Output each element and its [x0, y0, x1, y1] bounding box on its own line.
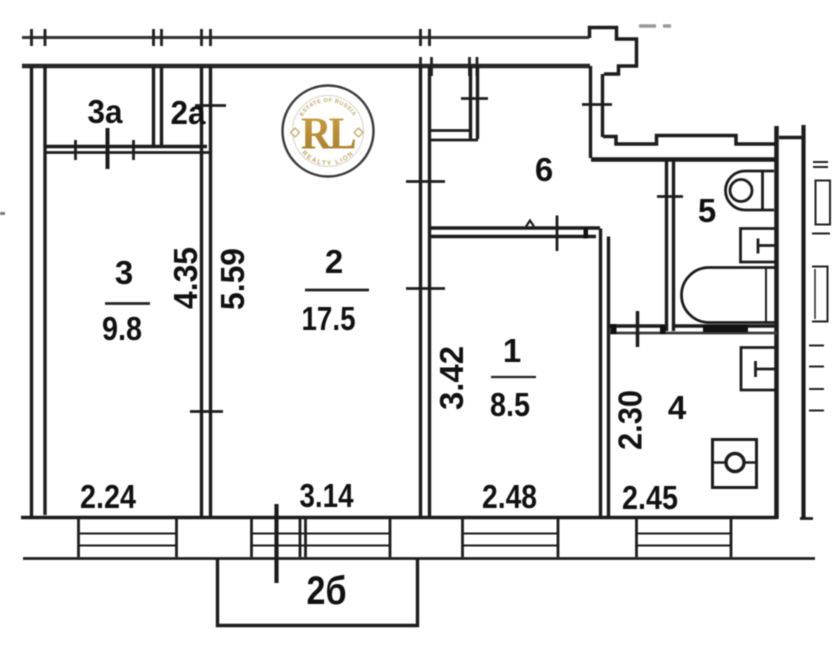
svg-text:2а: 2а [171, 94, 207, 131]
svg-text:5: 5 [698, 192, 716, 229]
svg-text:5.59: 5.59 [214, 248, 251, 310]
svg-text:2.24: 2.24 [80, 478, 137, 515]
svg-text:4.35: 4.35 [167, 247, 204, 309]
svg-text:6: 6 [535, 151, 553, 188]
svg-text:3.14: 3.14 [300, 477, 355, 514]
svg-text:2: 2 [325, 243, 343, 280]
svg-text:3а: 3а [88, 93, 124, 130]
svg-text:2.30: 2.30 [612, 390, 649, 450]
svg-text:3.42: 3.42 [433, 346, 470, 410]
svg-text:8.5: 8.5 [490, 386, 530, 423]
svg-text:2.45: 2.45 [622, 479, 678, 516]
svg-text:2б: 2б [307, 569, 347, 613]
svg-text:RL: RL [301, 108, 355, 159]
svg-text:1: 1 [503, 332, 521, 369]
svg-text:3: 3 [115, 254, 133, 291]
svg-text:17.5: 17.5 [302, 300, 356, 337]
svg-text:4: 4 [668, 389, 687, 426]
svg-text:2.48: 2.48 [482, 478, 537, 515]
svg-text:9.8: 9.8 [102, 310, 142, 347]
